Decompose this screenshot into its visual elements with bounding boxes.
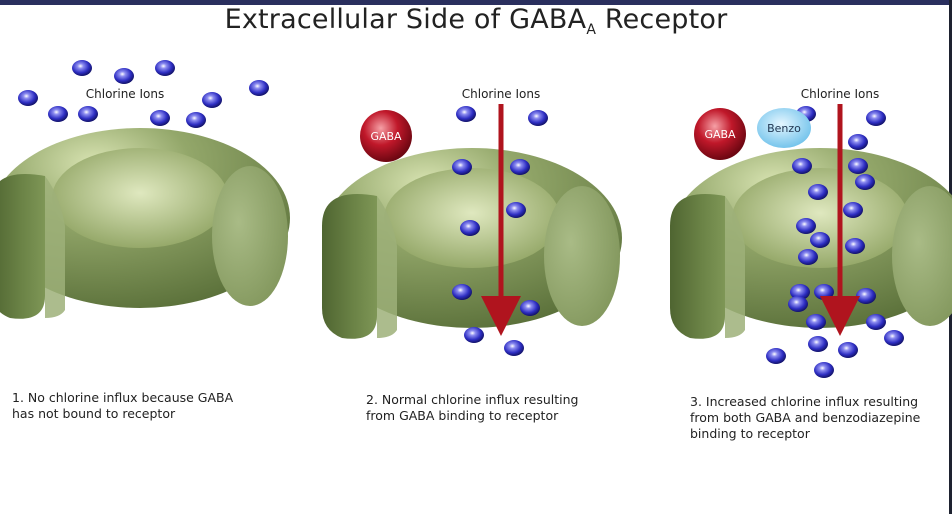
chlorine-ion — [814, 284, 834, 300]
chlorine-ion — [155, 60, 175, 76]
chlorine-ion — [788, 296, 808, 312]
gaba-label-2: GABA — [370, 130, 402, 143]
chlorine-ion — [18, 90, 38, 106]
gaba-sphere — [694, 108, 746, 160]
chlorine-ion — [150, 110, 170, 126]
chlorine-ion — [520, 300, 540, 316]
chlorine-ion — [808, 336, 828, 352]
chlorine-ion — [452, 284, 472, 300]
chlorine-ion — [456, 106, 476, 122]
chlorine-ion — [796, 218, 816, 234]
chlorine-ion — [464, 327, 484, 343]
chlorine-ion — [48, 106, 68, 122]
diagram-title: Extracellular Side of GABAA Receptor — [0, 4, 952, 38]
chlorine-ion — [766, 348, 786, 364]
chlorine-ion — [808, 184, 828, 200]
title-subscript: A — [586, 22, 597, 38]
gaba-sphere — [360, 110, 412, 162]
caption-panel-1: 1. No chlorine influx because GABA has n… — [12, 390, 234, 421]
chlorine-ion — [810, 232, 830, 248]
gaba-molecule-3: GABA — [694, 108, 746, 160]
chlorine-ion — [884, 330, 904, 346]
chlorine-ion — [806, 314, 826, 330]
chlorine-ion — [866, 314, 886, 330]
chlorine-ion — [838, 342, 858, 358]
gaba-molecule-2: GABA — [360, 110, 412, 162]
caption-panel-3: 3. Increased chlorine influx resulting f… — [690, 394, 921, 441]
chlorine-ion — [848, 158, 868, 174]
chlorine-ion — [798, 249, 818, 265]
chlorine-ion — [114, 68, 134, 84]
ion-group-2 — [452, 106, 548, 356]
ion-group-3 — [766, 106, 904, 378]
chlorine-ion — [856, 288, 876, 304]
benzo-label: Benzo — [767, 122, 801, 135]
chlorine-ion — [790, 284, 810, 300]
chlorine-ion — [510, 159, 530, 175]
chlorine-ion — [528, 110, 548, 126]
chlorine-ion — [72, 60, 92, 76]
chlorine-ion — [848, 134, 868, 150]
benzo-molecule: Benzo — [757, 108, 811, 148]
chlorine-ion — [506, 202, 526, 218]
title-main: Extracellular Side of GABA — [224, 4, 587, 35]
ion-label-3: Chlorine Ions — [801, 87, 879, 101]
caption-panel-2: 2. Normal chlorine influx resulting from… — [366, 392, 579, 423]
chlorine-ion — [249, 80, 269, 96]
chlorine-ion — [460, 220, 480, 236]
title-end: Receptor — [596, 4, 728, 35]
gaba-label-3: GABA — [704, 128, 736, 141]
chlorine-ion — [845, 238, 865, 254]
ion-label-2: Chlorine Ions — [462, 87, 540, 101]
chlorine-ion — [855, 174, 875, 190]
chlorine-ion — [504, 340, 524, 356]
chlorine-ion — [202, 92, 222, 108]
ion-group-1 — [18, 60, 269, 128]
receptor-panel-1 — [0, 128, 290, 319]
top-border — [0, 0, 952, 5]
ion-label-1: Chlorine Ions — [86, 87, 164, 101]
chlorine-ion — [843, 202, 863, 218]
benzo-shape — [757, 108, 811, 148]
chlorine-ion — [452, 159, 472, 175]
chlorine-ion — [814, 362, 834, 378]
receptor-panel-2 — [322, 148, 622, 339]
chlorine-ion — [78, 106, 98, 122]
chlorine-ion — [186, 112, 206, 128]
chlorine-ion — [792, 158, 812, 174]
chlorine-ion — [866, 110, 886, 126]
